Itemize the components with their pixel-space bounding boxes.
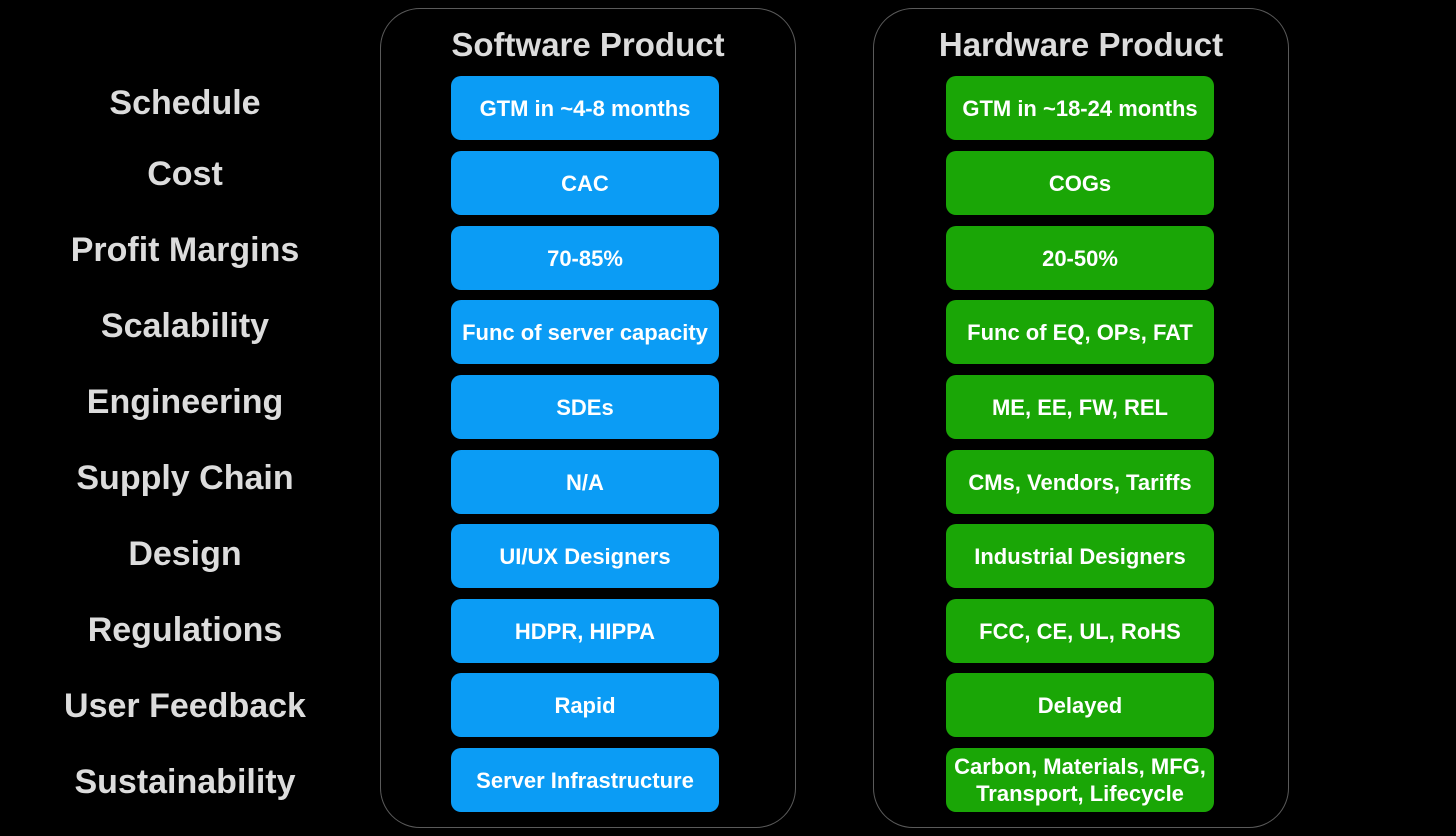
software-cell-user-feedback: Rapid xyxy=(451,673,719,737)
row-label-supply-chain: Supply Chain xyxy=(76,459,294,497)
software-cell-regulations: HDPR, HIPPA xyxy=(451,599,719,663)
software-cell-schedule: GTM in ~4-8 months xyxy=(451,76,719,140)
hardware-cell-regulations: FCC, CE, UL, RoHS xyxy=(946,599,1214,663)
hardware-cell-schedule: GTM in ~18-24 months xyxy=(946,76,1214,140)
software-cell-scalability: Func of server capacity xyxy=(451,300,719,364)
row-label-cost: Cost xyxy=(147,155,223,193)
hardware-panel: Hardware Product GTM in ~18-24 months CO… xyxy=(873,8,1289,828)
hardware-cell-design: Industrial Designers xyxy=(946,524,1214,588)
hardware-cell-cost: COGs xyxy=(946,151,1214,215)
software-cell-engineering: SDEs xyxy=(451,375,719,439)
hardware-cell-profit-margins: 20-50% xyxy=(946,226,1214,290)
software-cell-design: UI/UX Designers xyxy=(451,524,719,588)
hardware-cell-engineering: ME, EE, FW, REL xyxy=(946,375,1214,439)
row-label-engineering: Engineering xyxy=(86,383,284,421)
hardware-cell-user-feedback: Delayed xyxy=(946,673,1214,737)
software-cell-sustainability: Server Infrastructure xyxy=(451,748,719,812)
hardware-panel-title: Hardware Product xyxy=(938,26,1224,63)
row-label-schedule: Schedule xyxy=(109,84,261,122)
software-cell-supply-chain: N/A xyxy=(451,450,719,514)
software-panel: Software Product GTM in ~4-8 months CAC … xyxy=(380,8,796,828)
hardware-cell-supply-chain: CMs, Vendors, Tariffs xyxy=(946,450,1214,514)
row-label-design: Design xyxy=(128,535,242,573)
row-label-profit-margins: Profit Margins xyxy=(70,231,300,269)
software-cell-profit-margins: 70-85% xyxy=(451,226,719,290)
software-panel-title: Software Product xyxy=(451,26,725,63)
row-label-regulations: Regulations xyxy=(87,611,283,649)
row-label-user-feedback: User Feedback xyxy=(64,687,306,725)
hardware-cell-sustainability: Carbon, Materials, MFG, Transport, Lifec… xyxy=(946,748,1214,812)
row-label-scalability: Scalability xyxy=(100,307,270,345)
software-cell-cost: CAC xyxy=(451,151,719,215)
row-label-sustainability: Sustainability xyxy=(74,763,296,801)
hardware-cell-scalability: Func of EQ, OPs, FAT xyxy=(946,300,1214,364)
